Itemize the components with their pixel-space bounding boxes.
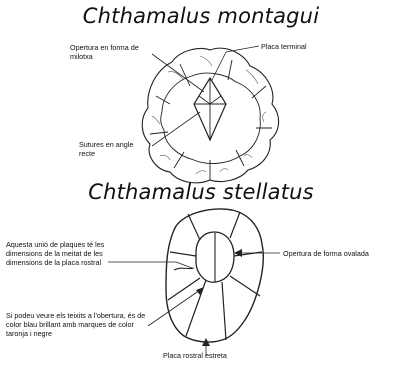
label-rostral-plate: Placa rostral estreta <box>163 351 283 360</box>
stellatus-shell <box>166 209 263 342</box>
label-plate-union: Aquesta unió de plaques té les dimension… <box>6 240 140 267</box>
label-terminal-plate: Placa terminal <box>261 42 331 51</box>
label-oval-opening: Opertura de forma ovalada <box>283 249 398 258</box>
label-tissues: Si podeu veure els teixits a l'obertura,… <box>6 311 154 338</box>
montagui-inner-ring <box>161 73 261 163</box>
label-sutures: Sutures en angle recte <box>79 140 151 158</box>
label-kite-opening: Opertura en forma de milotxa <box>70 43 154 61</box>
montagui-shell <box>142 48 278 183</box>
